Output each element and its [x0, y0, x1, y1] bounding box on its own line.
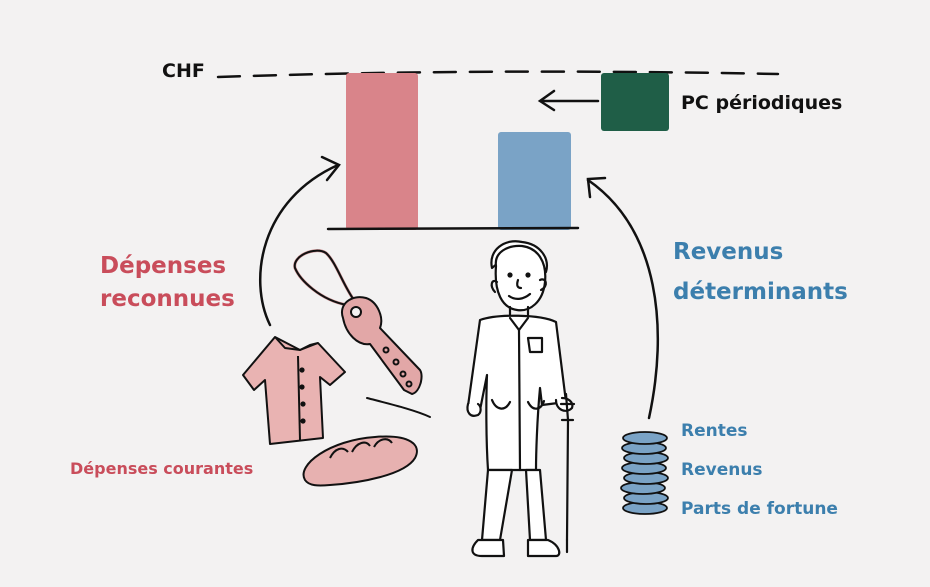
- elderly-person-illustration: [466, 240, 576, 558]
- income-item-pensions: Rentes: [681, 421, 748, 441]
- income-item-revenues: Revenus: [681, 460, 763, 480]
- baseline: [326, 226, 580, 231]
- connector-line: [366, 397, 431, 418]
- income-bar: [498, 132, 571, 230]
- income-arrow: [586, 176, 660, 420]
- expenses-arrow: [259, 155, 341, 327]
- income-item-wealth-share: Parts de fortune: [681, 499, 838, 519]
- chf-dashed-line: [216, 70, 780, 79]
- currency-label: CHF: [162, 60, 205, 82]
- key-icon: [293, 249, 423, 395]
- bread-icon: [302, 435, 418, 487]
- determining-income-title: Revenus déterminants: [673, 232, 873, 312]
- pc-periodic-label: PC périodiques: [681, 92, 843, 114]
- determining-income-line1: Revenus: [673, 239, 784, 265]
- shirt-icon: [242, 336, 346, 445]
- pc-arrow: [537, 89, 600, 112]
- recognized-expenses-line1: Dépenses: [100, 253, 227, 279]
- determining-income-line2: déterminants: [673, 279, 848, 305]
- coin-stack-icon: [620, 431, 669, 515]
- pc-bar: [601, 73, 669, 131]
- expenses-bar: [346, 73, 418, 230]
- recognized-expenses-line2: reconnues: [100, 286, 235, 312]
- current-expenses-label: Dépenses courantes: [70, 459, 254, 478]
- recognized-expenses-title: Dépenses reconnues: [100, 250, 235, 316]
